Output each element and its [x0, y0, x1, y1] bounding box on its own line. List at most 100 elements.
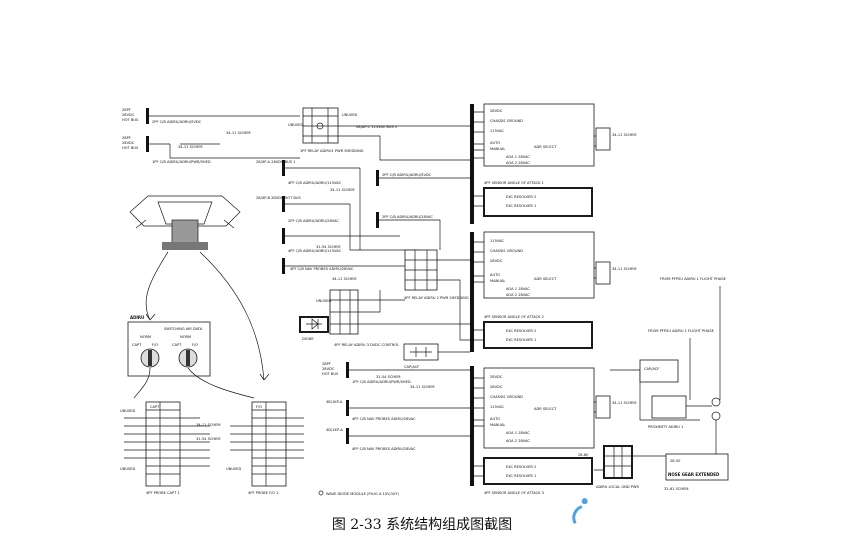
svg-text:28VDC: 28VDC: [490, 259, 503, 263]
norm-label-2: NORM: [180, 335, 191, 339]
svg-text:HOT BUS: HOT BUS: [322, 372, 339, 376]
cb-lower-3: 4PF C/B NAV PROBES ADIRU/28VAC: [352, 447, 416, 451]
relay-2: 4PF RELAY ADIRU 2 PWR SHEDDING: [404, 249, 470, 341]
bus1-label: 28/AP-C 115VAC BUS 2: [356, 125, 397, 129]
relay3-label: 4PF RELAY ADIRU 3 DVDC CONTROL: [334, 343, 399, 347]
relay2-label: 4PF RELAY ADIRU 2 PWR SHEDDING: [404, 296, 469, 300]
bus-feeds-lower: 28PF 28VDC HOT BUS 4B/1KP-A 4D/1KP-A 1PF…: [322, 362, 470, 451]
svg-text:28VDC: 28VDC: [122, 113, 135, 117]
cb3-label: 4PF C/B ADIRU/ADRU/115VAC: [288, 181, 342, 185]
bus-feeds-center: 28/XP-A 28VDC BUS 1 28/XP-B 28VDC HOT BU…: [256, 125, 470, 281]
s1-auto: AUTO: [490, 141, 500, 145]
s2-exc1: EXC RESOLVER 1: [506, 338, 536, 342]
nose-gear-logic: FROM PFPSU ADIRU 1 FLIGHT PHASE FROM PFP…: [610, 277, 729, 491]
cb1-label: 2PF C/B ADIRU/ADRU/SVDC: [152, 120, 202, 124]
connector-block-fo: F/O 4PF PROBE F/O 2 UNUSED: [226, 401, 304, 495]
flight-phase-2: FROM PFPSU ADIRU 1 FLIGHT PHASE: [648, 329, 715, 333]
cap-acf-box: CAP/ACF: [403, 343, 470, 369]
s3-auto: AUTO: [490, 417, 500, 421]
figure-caption: 图 2-33 系统结构组成图截图: [331, 517, 513, 533]
svg-text:28VDC: 28VDC: [490, 385, 503, 389]
svg-text:4B/1KP-A: 4B/1KP-A: [326, 400, 343, 404]
adiru-section-2: 115VAC CHASSIS GROUND 28VDC AUTO MANUAL …: [470, 231, 636, 352]
svg-text:CAP/ACF: CAP/ACF: [644, 367, 659, 371]
watermark-logo: [572, 498, 588, 525]
s1-schem: 34-11 SCHEM: [612, 133, 636, 137]
s1-exc2: EXC RESOLVER 2: [506, 195, 536, 199]
relay-gnd-label: ADIRU LOCAL GND PWR: [596, 485, 639, 489]
s2-manual: MANUAL: [490, 279, 505, 283]
cockpit-panel-illustration: [129, 195, 270, 381]
s1-115: 115VAC: [490, 129, 504, 133]
s2-adr: ADR SELECT: [534, 277, 557, 281]
capt-label-1: CAPT: [132, 343, 142, 347]
fo-label-2: F/O: [192, 343, 198, 347]
schem-ref-8: 34-11 SCHEM: [196, 423, 220, 427]
unused-5: UNUSED: [120, 467, 136, 471]
svg-text:28-50: 28-50: [670, 459, 681, 463]
s3-schem: 34-11 SCHEM: [612, 401, 636, 405]
s1-exc1: EXC RESOLVER 1: [506, 204, 536, 208]
s2-schem: 34-11 SCHEM: [612, 267, 636, 271]
fo-label-1: F/O: [152, 343, 158, 347]
s2-gnd: CHASSIS GROUND: [490, 249, 523, 253]
svg-text:28-80: 28-80: [578, 453, 589, 457]
cb-center-1: 2PF C/B ADIRU/ADRU/SVDC: [382, 173, 432, 177]
panel-label: ADIRU: [130, 315, 144, 320]
s2-aoa2: AOA 2 28VAC: [506, 293, 530, 297]
svg-text:HOT BUS: HOT BUS: [122, 146, 139, 150]
s3-aoa2: AOA 2 28VAC: [506, 439, 530, 443]
unused-1: UNUSED: [342, 113, 358, 117]
adiru-section-1: 28VDC CHASSIS GROUND 115VAC AUTO MANUAL …: [470, 103, 636, 224]
svg-text:28VDC: 28VDC: [490, 375, 503, 379]
schem-ref-3: 34-11 SCHEM: [330, 188, 354, 192]
relay-1: UNUSED UNUSED 1PF RELAY ADIRU1 PWR SHEDD…: [288, 107, 470, 161]
svg-text:28PF: 28PF: [122, 136, 131, 140]
cb-center-2: 2PF C/B ADIRU/ADRU/28VAC: [382, 215, 433, 219]
s3-manual: MANUAL: [490, 423, 505, 427]
s1-aoa2: AOA 2 28VAC: [506, 161, 530, 165]
schem-ref-6: 31-54 SCHEM: [376, 375, 400, 379]
cb-label-repeat: 4PF C/B ADIRU/ADRU/115VAC: [288, 249, 342, 253]
cb4-label: 2PF C/B ADIRU/ADRU/28VAC: [288, 219, 339, 223]
schem-ref-5: 34-11 SCHEM: [332, 277, 356, 281]
cb2-label: 1PF C/B ADIRU/ADRU/PWR/SHED: [152, 160, 211, 164]
cb5-label: 4PF C/B NAV PROBES ADIRU/28VAC: [290, 267, 354, 271]
connector-block-capt: CAPT 4PF PROBE CAPT 1 UNUSED UNUSED 34-1…: [120, 401, 220, 495]
diode-label: DIODE: [302, 337, 314, 341]
footnote: WAVE DIODE MODULE (PLUG A 10V/10Y): [318, 490, 400, 496]
bus2-label: 28/XP-A 28VDC BUS 1: [256, 160, 295, 164]
cb-feed-top-left: 28PF 28VDC HOT BUS 28PF 28VDC HOT BUS 2P…: [122, 108, 300, 164]
schem-ref-1: 34-11 SCHEM: [226, 131, 250, 135]
capt-conn-head: CAPT: [150, 405, 160, 409]
s3-gnd: CHASSIS GROUND: [490, 395, 523, 399]
svg-text:28VDC: 28VDC: [322, 367, 335, 371]
s3-115: 115VAC: [490, 405, 504, 409]
s3-exc2: EXC RESOLVER 2: [506, 465, 536, 469]
s1-28vdc: 28VDC: [490, 109, 503, 113]
fo-conn-head: F/O: [256, 405, 262, 409]
unused-2: UNUSED: [288, 123, 304, 127]
footnote-text: WAVE DIODE MODULE (PLUG A 10V/10Y): [326, 492, 400, 496]
capt-conn-label: 4PF PROBE CAPT 1: [146, 491, 180, 495]
unused-4: UNUSED: [120, 409, 136, 413]
relay1-label: 1PF RELAY ADIRU1 PWR SHEDDING: [300, 149, 364, 153]
s3-aoa1: AOA 1 28VAC: [506, 431, 530, 435]
s2-sensor: 4PF SENSOR ANGLE OF ATTACK 2: [484, 315, 544, 319]
svg-text:HOT BUS: HOT BUS: [122, 118, 139, 122]
cf-label: CAP/ACF: [404, 365, 419, 369]
s1-adr: ADR SELECT: [534, 145, 557, 149]
s1-aoa1: AOA 1 28VAC: [506, 155, 530, 159]
schem-ref-4: 31-54 SCHEM: [316, 245, 340, 249]
capt-label-2: CAPT: [172, 343, 182, 347]
proximity-label: PROXIMITY ADIRU 1: [648, 425, 683, 429]
s1-sensor: 4PF SENSOR ANGLE OF ATTACK 1: [484, 181, 544, 185]
fo-conn-label: 4PF PROBE F/O 2: [248, 491, 279, 495]
gear-label: NOSE GEAR EXTENDED: [668, 472, 720, 477]
s3-sensor: 4PF SENSOR ANGLE OF ATTACK 3: [484, 491, 544, 495]
relay-3: 4PF RELAY ADIRU 3 DVDC CONTROL UNUSED: [316, 289, 470, 347]
s2-115: 115VAC: [490, 239, 504, 243]
diode-module: DIODE: [299, 316, 329, 341]
